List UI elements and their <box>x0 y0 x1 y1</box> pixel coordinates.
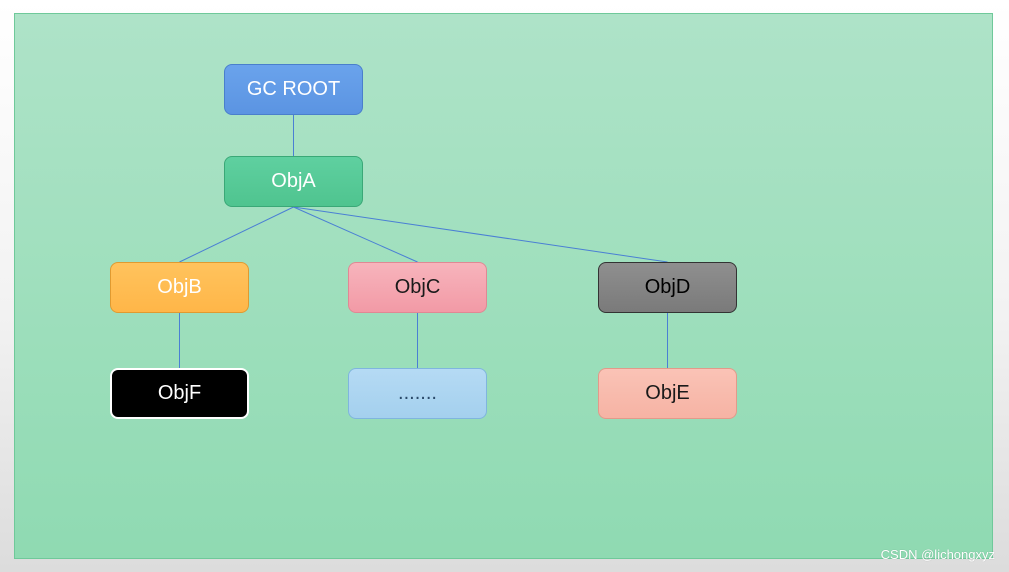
node-ellipsis: ....... <box>348 368 487 419</box>
node-obj-f: ObjF <box>110 368 249 419</box>
node-obj-c: ObjC <box>348 262 487 313</box>
node-obj-e: ObjE <box>598 368 737 419</box>
node-obj-b: ObjB <box>110 262 249 313</box>
node-gc-root: GC ROOT <box>224 64 363 115</box>
node-obj-a: ObjA <box>224 156 363 207</box>
watermark: CSDN @lichongxyz <box>880 547 995 562</box>
node-obj-d: ObjD <box>598 262 737 313</box>
